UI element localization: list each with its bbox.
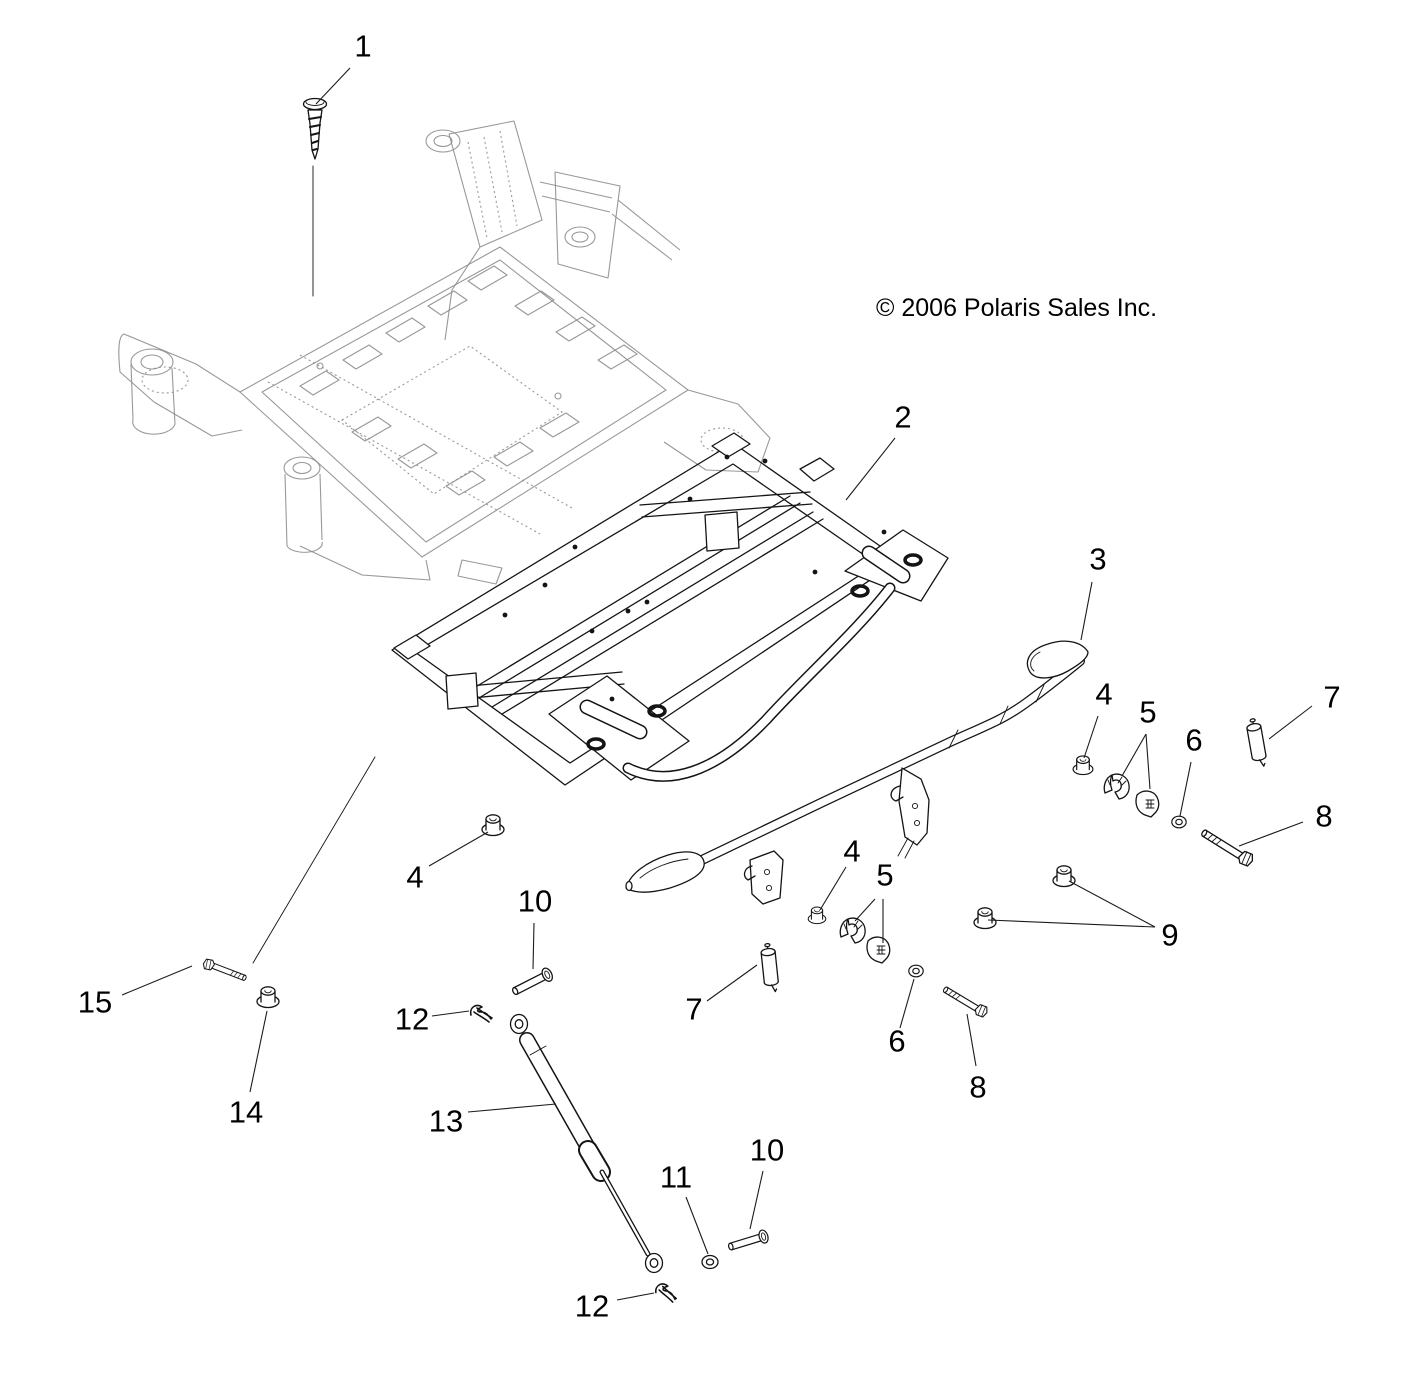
leader-line bbox=[1080, 581, 1093, 641]
bumper-7-upper bbox=[1244, 717, 1269, 769]
leader-line bbox=[467, 1103, 557, 1113]
bumper-7-mid bbox=[759, 942, 780, 994]
assembly-lines bbox=[252, 165, 376, 964]
callout-3: 3 bbox=[1089, 541, 1107, 577]
leader-line bbox=[1083, 715, 1099, 759]
leader-line bbox=[616, 1292, 655, 1301]
gas-strut-part-13 bbox=[509, 1013, 664, 1274]
leader-line bbox=[966, 1013, 977, 1067]
bolt-15 bbox=[201, 957, 249, 985]
clamp-5b-mid bbox=[866, 936, 891, 964]
cotter-clip-12-bottom bbox=[653, 1282, 679, 1304]
leader-line bbox=[1179, 761, 1192, 817]
washer-11 bbox=[701, 1254, 719, 1270]
washer-6-upper bbox=[1171, 815, 1187, 829]
leader-line bbox=[749, 1170, 764, 1230]
leader-line bbox=[987, 919, 1156, 928]
leader-line bbox=[1238, 821, 1304, 847]
callout-12: 12 bbox=[394, 1001, 430, 1037]
callout-12: 12 bbox=[574, 1288, 610, 1324]
flange-nut-4-upper bbox=[1072, 755, 1094, 776]
callout-7: 7 bbox=[1323, 679, 1341, 715]
clevis-pin-10-mid bbox=[509, 965, 556, 999]
callout-14: 14 bbox=[228, 1094, 264, 1130]
bolt-8-upper bbox=[1198, 825, 1256, 869]
callout-1: 1 bbox=[354, 28, 372, 64]
flange-nut-9a bbox=[1052, 865, 1076, 888]
leader-lines bbox=[121, 67, 1313, 1301]
clevis-pin-10-bottom bbox=[726, 1228, 771, 1255]
callout-9: 9 bbox=[1161, 917, 1179, 953]
leader-line bbox=[845, 437, 896, 501]
bolt-8-mid bbox=[940, 982, 990, 1020]
callout-4: 4 bbox=[1095, 676, 1113, 712]
leader-line bbox=[899, 978, 915, 1029]
callout-8: 8 bbox=[1315, 798, 1333, 834]
screw-part-1 bbox=[302, 97, 328, 160]
leader-line bbox=[1068, 880, 1156, 928]
cotter-clip-12-mid bbox=[469, 1004, 493, 1023]
callout-13: 13 bbox=[428, 1103, 464, 1139]
callout-7: 7 bbox=[685, 991, 703, 1027]
callout-5: 5 bbox=[876, 857, 894, 893]
leader-line bbox=[706, 964, 758, 1002]
callout-15: 15 bbox=[77, 984, 113, 1020]
leader-line bbox=[819, 866, 847, 911]
callout-6: 6 bbox=[1185, 722, 1203, 758]
flange-nut-4-left bbox=[481, 814, 505, 837]
hardware-parts bbox=[201, 717, 1269, 1304]
callout-2: 2 bbox=[894, 399, 912, 435]
callout-4: 4 bbox=[843, 833, 861, 869]
callout-5: 5 bbox=[1139, 694, 1157, 730]
copyright-text: © 2006 Polaris Sales Inc. bbox=[876, 294, 1158, 322]
leader-line bbox=[854, 898, 876, 922]
callout-8: 8 bbox=[969, 1069, 987, 1105]
leader-line bbox=[121, 965, 193, 996]
washer-6-mid bbox=[908, 964, 924, 978]
callout-4: 4 bbox=[406, 859, 424, 895]
callout-10: 10 bbox=[749, 1132, 785, 1168]
callout-6: 6 bbox=[888, 1023, 906, 1059]
leader-line bbox=[249, 1010, 268, 1093]
flange-nut-9b bbox=[973, 907, 997, 930]
callout-11: 11 bbox=[659, 1159, 693, 1195]
pivot-bar-part-3 bbox=[625, 640, 1089, 905]
leader-line bbox=[431, 1010, 470, 1017]
leader-line bbox=[428, 831, 489, 867]
clamp-5a-upper bbox=[1103, 773, 1130, 800]
rack-frame-part-2 bbox=[391, 432, 949, 786]
cargo-box bbox=[118, 120, 771, 585]
leader-line bbox=[532, 922, 535, 970]
flange-nut-4-mid bbox=[807, 906, 827, 925]
clamp-5b-upper bbox=[1135, 790, 1160, 818]
leader-line bbox=[1121, 733, 1147, 777]
clamp-5a-mid bbox=[839, 917, 866, 944]
flange-nut-14 bbox=[256, 986, 280, 1009]
leader-line bbox=[1145, 733, 1151, 790]
leader-line bbox=[685, 1196, 709, 1255]
leader-line bbox=[315, 67, 351, 105]
callout-10: 10 bbox=[517, 883, 553, 919]
leader-line bbox=[1268, 705, 1313, 740]
